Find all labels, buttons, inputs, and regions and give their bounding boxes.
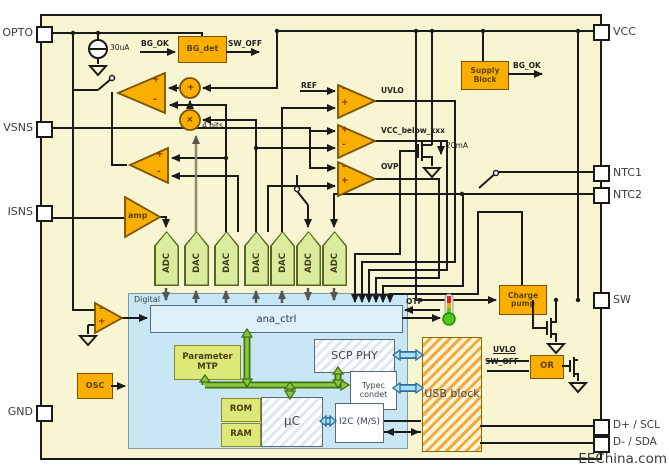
pin-vcc xyxy=(593,24,610,41)
pin-label-ntc1: NTC1 xyxy=(613,166,642,179)
sum-sign: + xyxy=(187,83,195,93)
ovp-label: OVP xyxy=(381,162,399,171)
mult-sign: × xyxy=(186,115,194,125)
comparator-bottom xyxy=(94,301,124,335)
sw-off-out-label: SW_OFF xyxy=(228,39,263,48)
rom-block: ROM xyxy=(221,398,261,422)
switch-contacts xyxy=(108,74,500,193)
sign-minus: - xyxy=(342,84,346,94)
pin-label-vsns: VSNS xyxy=(3,121,33,134)
vcc-below-label: VCC_below_xxx xyxy=(381,126,445,135)
signal-wires xyxy=(50,30,594,444)
sw-off-or-label: SW_OFF xyxy=(485,357,520,366)
pin-isns xyxy=(36,205,53,222)
sign-plus: + xyxy=(156,150,164,160)
pin-label-sw: SW xyxy=(613,293,631,306)
supply-block: Supply Block xyxy=(461,61,509,90)
bg-det-block: BG_det xyxy=(178,36,227,63)
or-gate-block: OR xyxy=(530,355,564,379)
otp-label: OTP xyxy=(406,297,423,306)
comparator-uvlo xyxy=(337,83,378,120)
sign-plus: + xyxy=(152,75,160,85)
osc-block: OSC xyxy=(77,373,113,399)
sum-node xyxy=(179,77,201,99)
ana-ctrl-block: ana_ctrl xyxy=(150,305,403,333)
uc-block: µC xyxy=(261,397,323,447)
pin-label-opto: OPTO xyxy=(2,26,33,39)
pin-label-isns: ISNS xyxy=(7,205,33,218)
sign-minus: - xyxy=(342,162,346,172)
i2c-block: I2C (M/S) xyxy=(335,403,384,443)
pin-label-vcc: VCC xyxy=(613,25,636,38)
ground-symbols xyxy=(77,65,589,394)
pin-ntc2 xyxy=(593,187,610,204)
comparator-ovp xyxy=(337,160,378,198)
pin-label-ntc2: NTC2 xyxy=(613,188,642,201)
current-30ua-label: 30uA xyxy=(110,43,130,52)
uvlo-or-label: UVLO xyxy=(493,345,516,354)
sign-plus: + xyxy=(341,176,349,186)
mult-node xyxy=(179,109,201,131)
bg-ok-supply-label: BG_OK xyxy=(513,61,541,70)
blue-arrows xyxy=(318,348,425,428)
thermometer-icon xyxy=(442,293,456,326)
converter-dac-1: DAC xyxy=(184,231,209,286)
ram-block: RAM xyxy=(221,423,261,447)
bg-ok-in-label: BG_OK xyxy=(141,39,169,48)
sign-minus: - xyxy=(99,304,103,314)
pin-gnd xyxy=(36,405,53,422)
sign-minus: - xyxy=(342,140,346,150)
usb-block: USB block xyxy=(422,337,482,452)
junction-dots xyxy=(70,28,581,303)
comparator-triangles xyxy=(94,71,378,335)
sign-minus: - xyxy=(153,95,157,105)
four-bits-label: 4 bits xyxy=(202,121,223,130)
current-20ma-label: 20mA xyxy=(446,141,468,150)
sign-plus: + xyxy=(341,98,349,108)
converter-arrows xyxy=(162,135,338,303)
amp-label: amp xyxy=(128,211,148,220)
pin-label-dp-scl: D+ / SCL xyxy=(613,419,660,431)
comparator-vsns xyxy=(127,146,169,185)
amp-triangle xyxy=(124,195,162,239)
pin-label-gnd: GND xyxy=(7,405,33,418)
watermark: EEChina.com xyxy=(578,451,667,467)
comparator-vcc-below xyxy=(337,123,378,160)
comparator-opto xyxy=(115,71,166,115)
sign-plus: + xyxy=(98,317,106,327)
pin-label-dm-sda: D- / SDA xyxy=(613,436,657,448)
pin-sw xyxy=(593,292,610,309)
ref-label: REF xyxy=(301,81,318,90)
sign-plus: + xyxy=(341,125,349,135)
current-source-30ua xyxy=(88,39,108,59)
charge-pump-block: Charge pump xyxy=(499,285,547,315)
scp-phy-block: SCP PHY xyxy=(314,339,395,373)
pin-opto xyxy=(36,26,53,43)
digital-label: Digital xyxy=(134,295,160,304)
uvlo-label: UVLO xyxy=(381,86,404,95)
green-bus xyxy=(198,327,351,401)
parameter-mtp-block: Parameter MTP xyxy=(174,345,241,380)
pin-vsns xyxy=(36,121,53,138)
pin-dp-scl xyxy=(593,419,610,436)
pin-dm-sda xyxy=(593,436,610,453)
sign-minus: - xyxy=(157,167,161,177)
pin-ntc1 xyxy=(593,165,610,182)
